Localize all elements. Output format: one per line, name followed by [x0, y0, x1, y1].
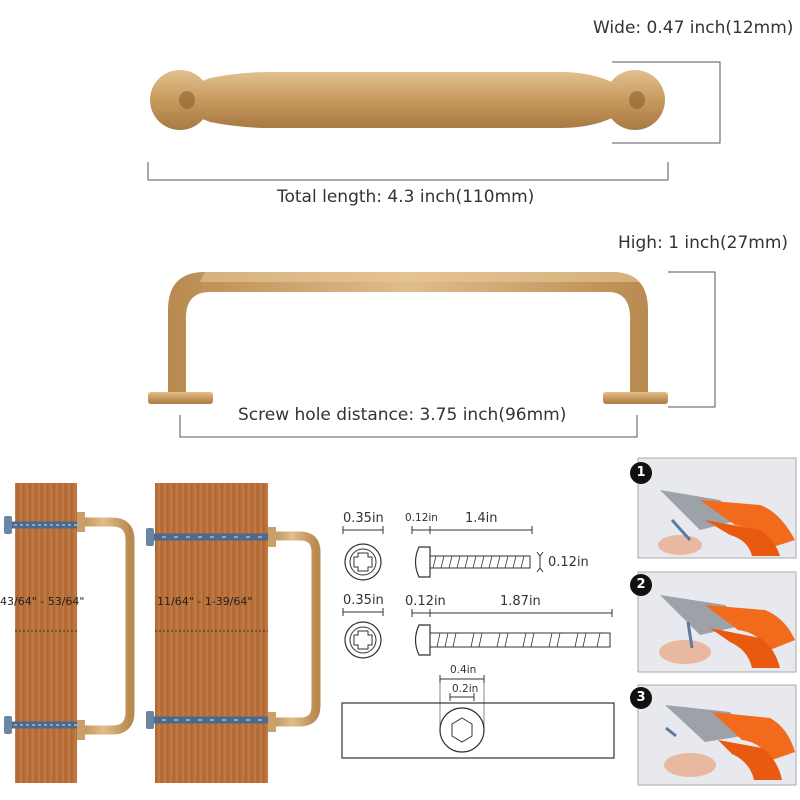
handle-side-view	[148, 272, 668, 404]
hex-outer-label: 0.4in	[450, 664, 477, 676]
total-length-label: Total length: 4.3 inch(110mm)	[277, 187, 535, 207]
short-screw-shaft-dia-label: 0.12in	[548, 555, 589, 570]
handle-top-view	[150, 70, 665, 130]
hex-socket-diagram	[341, 675, 615, 759]
short-screw-length-label: 1.4in	[465, 511, 498, 526]
screw-short-diagram	[342, 526, 544, 581]
short-screw-head-thick-label: 0.12in	[405, 512, 438, 524]
hex-inner-label: 0.2in	[452, 683, 479, 695]
step-photo-3	[637, 684, 797, 786]
length-dimension-line	[147, 162, 669, 181]
install-thick-board	[146, 483, 321, 783]
long-screw-head-dia-label: 0.35in	[343, 593, 384, 608]
install-thin-board	[4, 483, 135, 783]
step-photo-2	[637, 571, 797, 673]
width-dimension-line	[612, 61, 721, 144]
short-screw-head-dia-label: 0.35in	[343, 511, 384, 526]
width-label: Wide: 0.47 inch(12mm)	[593, 18, 794, 38]
step-badge-2: 2	[630, 574, 652, 596]
screw-long-diagram	[342, 608, 613, 659]
height-dimension-line	[668, 271, 716, 408]
height-label: High: 1 inch(27mm)	[618, 233, 789, 253]
long-screw-head-thick-label: 0.12in	[405, 594, 446, 609]
step-badge-1: 1	[630, 462, 652, 484]
long-screw-length-label: 1.87in	[500, 594, 541, 609]
screw-distance-dimension-line	[179, 415, 638, 438]
screw-hole-distance-label: Screw hole distance: 3.75 inch(96mm)	[238, 405, 567, 425]
step-badge-3: 3	[630, 687, 652, 709]
thick-board-range-label: 11/64" - 1-39/64"	[157, 595, 253, 608]
thin-board-range-label: 43/64" - 53/64"	[0, 595, 85, 608]
step-photo-1	[637, 457, 797, 559]
